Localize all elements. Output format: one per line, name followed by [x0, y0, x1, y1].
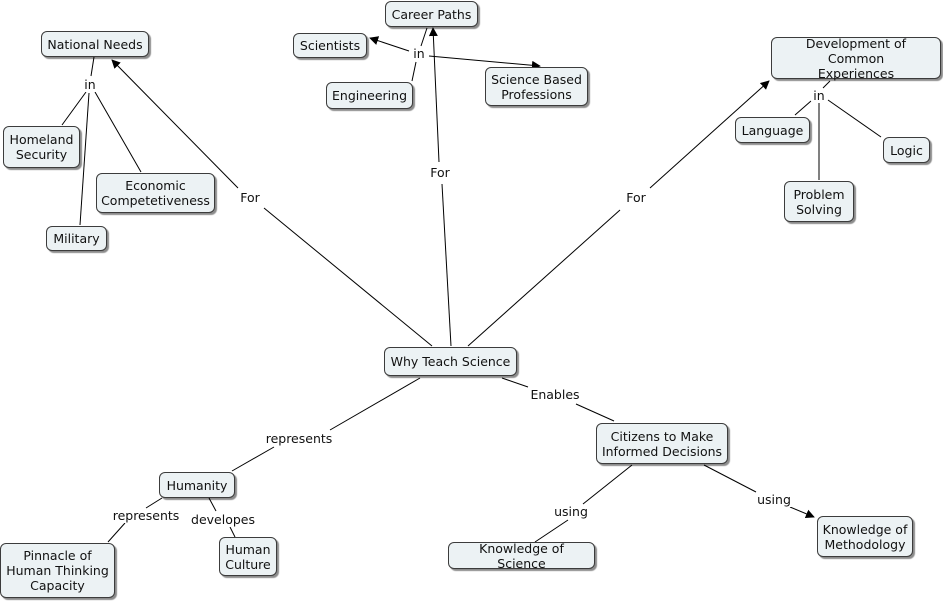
connector-line	[420, 27, 428, 47]
connector-line	[229, 526, 236, 538]
connector-line	[467, 209, 621, 347]
node-human-culture[interactable]: Human Culture	[219, 537, 277, 576]
connector-arrow	[649, 80, 770, 189]
connector-line	[441, 183, 452, 347]
connector-line	[703, 464, 757, 493]
node-citizens-informed-decisions[interactable]: Citizens to Make Informed Decisions	[596, 423, 728, 464]
node-national-needs[interactable]: National Needs	[41, 31, 149, 57]
connector-line	[208, 497, 217, 512]
connector-line	[79, 92, 90, 226]
connector-line	[145, 497, 163, 509]
link-label-for: For	[238, 190, 262, 205]
node-pinnacle-human-thinking[interactable]: Pinnacle of Human Thinking Capacity	[0, 543, 115, 598]
link-label-in: in	[82, 77, 98, 92]
link-label-in: in	[411, 46, 427, 61]
connector-line	[94, 91, 142, 173]
node-humanity[interactable]: Humanity	[159, 472, 235, 498]
connector-arrow	[111, 59, 239, 189]
connector-arrow	[789, 506, 815, 519]
connector-line	[822, 80, 831, 89]
connector-line	[534, 519, 569, 543]
connector-line	[263, 207, 433, 347]
connector-line	[61, 91, 87, 126]
connector-arrow	[428, 55, 541, 70]
node-development-common-experiences[interactable]: Development of Common Experiences	[771, 36, 941, 81]
node-knowledge-of-science[interactable]: Knowledge of Science	[448, 541, 595, 571]
connector-line	[329, 377, 421, 431]
node-economic-competetiveness[interactable]: Economic Competetiveness	[96, 173, 215, 213]
node-military[interactable]: Military	[46, 226, 107, 251]
connector-line	[90, 56, 95, 77]
connector-line	[827, 99, 882, 138]
node-knowledge-of-methodology[interactable]: Knowledge of Methodology	[817, 516, 913, 557]
node-science-based-professions[interactable]: Science Based Professions	[485, 67, 588, 106]
link-label-represents: represents	[263, 431, 335, 446]
connector-line	[107, 522, 126, 543]
node-why-teach-science[interactable]: Why Teach Science	[384, 347, 517, 376]
link-label-for: For	[624, 190, 648, 205]
node-scientists[interactable]: Scientists	[293, 33, 367, 58]
connector-line	[575, 403, 615, 422]
node-homeland-security[interactable]: Homeland Security	[3, 126, 80, 168]
link-label-represents: represents	[110, 508, 182, 523]
node-engineering[interactable]: Engineering	[326, 82, 413, 109]
node-logic[interactable]: Logic	[883, 137, 930, 163]
connector-arrow	[428, 27, 440, 163]
connector-line	[794, 100, 812, 116]
link-label-developes: developes	[189, 512, 257, 527]
node-problem-solving[interactable]: Problem Solving	[784, 181, 854, 222]
connector-line	[231, 446, 275, 472]
link-label-enables: Enables	[528, 387, 582, 402]
connector-line	[582, 464, 633, 505]
link-label-using: using	[552, 504, 590, 519]
link-label-using: using	[755, 492, 793, 507]
connector-arrow	[369, 36, 410, 52]
connector-line	[411, 61, 417, 82]
link-label-in: in	[811, 88, 827, 103]
link-label-for: For	[428, 165, 452, 180]
node-career-paths[interactable]: Career Paths	[385, 1, 478, 27]
connector-line	[501, 377, 529, 388]
node-language[interactable]: Language	[735, 117, 810, 143]
